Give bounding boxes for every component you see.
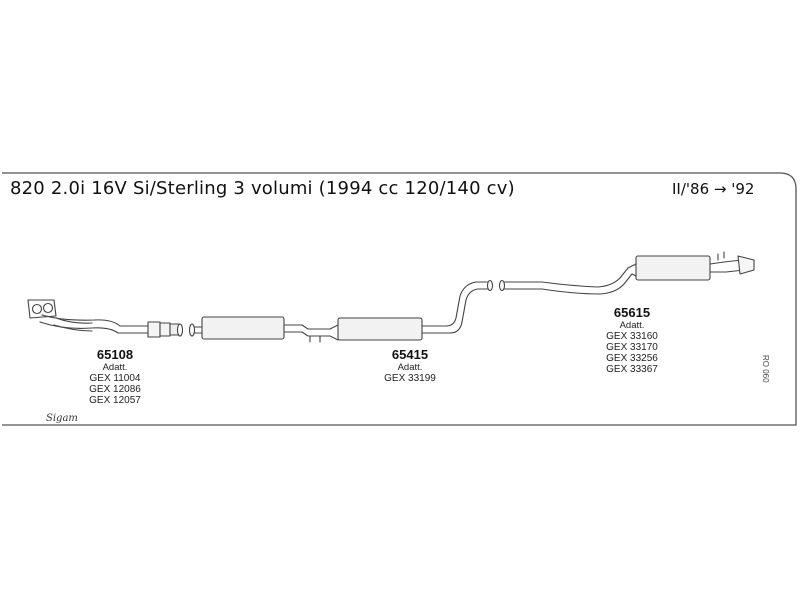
adapter-code: GEX 33170	[606, 342, 658, 353]
rear-silencer	[635, 255, 711, 281]
adapter-code: GEX 33256	[606, 353, 658, 364]
adatt-label: Adatt.	[102, 362, 128, 373]
reference-code: RO 060	[761, 355, 770, 383]
front-pipe-top	[41, 314, 149, 327]
rear-pipe-top	[503, 267, 629, 288]
center-bracket	[309, 335, 321, 343]
adapter-code: GEX 33367	[606, 364, 658, 375]
adapter-codes: GEX 33199	[372, 373, 448, 384]
gasket-1	[176, 323, 184, 337]
adapter-code: GEX 33160	[606, 331, 658, 342]
frame	[2, 172, 797, 426]
adapter-codes: GEX 33160 GEX 33170 GEX 33256 GEX 33367	[594, 331, 670, 375]
gasket-3	[486, 279, 494, 292]
part-number: 65108	[96, 347, 134, 362]
adatt-label: Adatt.	[619, 320, 645, 331]
rear-tail-pipe	[709, 259, 745, 273]
part-label-65615: 65615 Adatt. GEX 33160 GEX 33170 GEX 332…	[594, 305, 670, 375]
adapter-code: GEX 33199	[384, 373, 436, 384]
part-label-65108: 65108 Adatt. GEX 11004 GEX 12086 GEX 120…	[82, 347, 148, 406]
front-pipe-collar-1	[147, 321, 161, 338]
front-pipe-collar-2	[159, 322, 171, 337]
center-silencer-2	[337, 317, 423, 341]
flange-hole-1	[31, 303, 43, 315]
exhaust-diagram	[2, 172, 797, 426]
gasket-4	[498, 279, 506, 292]
page-title: 820 2.0i 16V Si/Sterling 3 volumi (1994 …	[10, 178, 515, 199]
adapter-code: GEX 12086	[89, 384, 141, 395]
adapter-codes: GEX 11004 GEX 12086 GEX 12057	[82, 373, 148, 406]
part-number: 65615	[613, 305, 651, 320]
gasket-2	[188, 323, 196, 337]
rear-tail-tip	[737, 255, 755, 275]
adapter-code: GEX 12057	[89, 395, 141, 406]
front-pipe-bottom	[39, 321, 149, 334]
adapter-code: GEX 11004	[89, 373, 141, 384]
flange-hole-2	[42, 302, 54, 314]
production-years: II/'86 → '92	[672, 180, 755, 198]
center-silencer-1	[201, 316, 285, 340]
brand-logo: Sigam	[46, 413, 78, 424]
part-number: 65415	[391, 347, 429, 362]
center-tail-pipe-top	[421, 281, 491, 327]
adatt-label: Adatt.	[397, 362, 423, 373]
part-label-65415: 65415 Adatt. GEX 33199	[372, 347, 448, 384]
rear-pipe-bottom	[503, 273, 633, 295]
center-tail-pipe-bottom	[421, 288, 491, 334]
